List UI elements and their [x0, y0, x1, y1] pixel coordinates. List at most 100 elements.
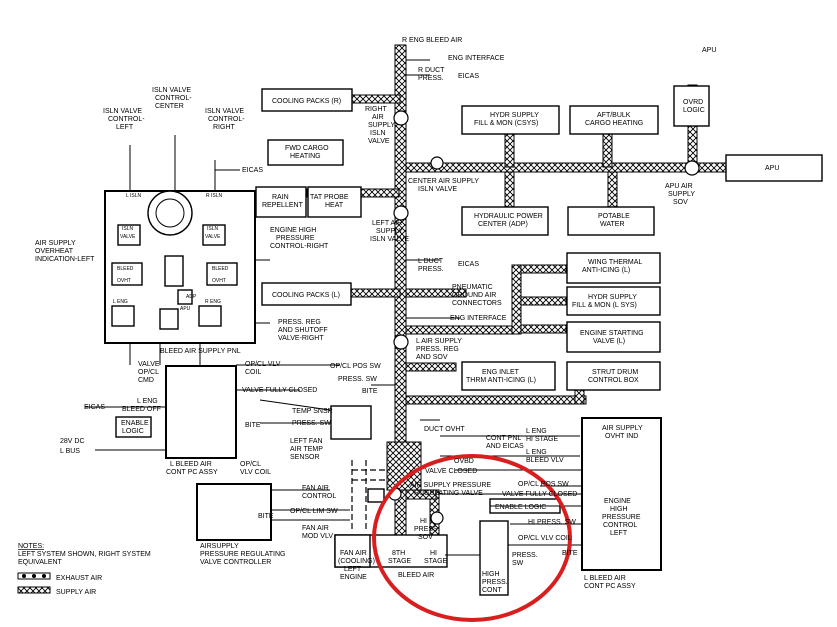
diagram-labels: R ENG BLEED AIR ENG INTERFACE R DUCT PRE…	[18, 37, 779, 596]
fan-air-control-1: FAN AIR	[302, 485, 329, 492]
strut-drum-2: CONTROL BOX	[588, 377, 639, 384]
valve-op-cl-cmd-3: CMD	[138, 377, 154, 384]
l-bleed-air-cont-2b: CONT PC ASSY	[584, 583, 636, 590]
r-duct-press-label-2: PRESS.	[418, 75, 444, 82]
isln-ctrl-right-1: ISLN VALVE	[205, 108, 244, 115]
dc-28v-1: 28V DC	[60, 438, 85, 445]
notes-title: NOTES:	[18, 543, 44, 550]
valve-fully-closed-label-1: VALVE FULLY CLOSED	[242, 387, 317, 394]
isln-ctrl-center-3: CENTER	[155, 103, 184, 110]
highlight-ellipse	[372, 454, 572, 622]
eng-interface-mid-label: ENG INTERFACE	[450, 315, 507, 322]
airsupply-prv-ctrl-3: VALVE CONTROLLER	[200, 559, 271, 566]
right-air-supply-4: ISLN	[370, 130, 386, 137]
apu-air-supply-1: APU AIR	[665, 183, 693, 190]
fan-air-cooling-2: (COOLING)	[338, 558, 375, 565]
left-engine-2: ENGINE	[340, 574, 367, 581]
isln-ctrl-left-2: CONTROL-	[108, 116, 145, 123]
press-sw-label-2: PRESS. SW	[292, 420, 331, 427]
engine-hp-left-3: PRESSURE	[602, 514, 641, 521]
hi-press-sw-label: HI PRESS. SW	[528, 519, 576, 526]
panel-valve-right: VALVE	[205, 234, 221, 240]
engine-hp-left-1: ENGINE	[604, 498, 631, 505]
hydr-supply-csys-1: HYDR SUPPLY	[490, 112, 539, 119]
l-eng-bleed-off-1: L ENG	[137, 398, 158, 405]
panel-apu: APU	[180, 306, 191, 312]
enable-logic-1a: ENABLE	[121, 420, 149, 427]
panel-r-eng: R ENG	[205, 299, 221, 305]
valves	[388, 110, 700, 525]
engine-starting-2: VALVE (L)	[593, 338, 625, 345]
hi-press-sov-1: HI	[420, 518, 427, 525]
fan-air-mod-vlv-1: FAN AIR	[302, 525, 329, 532]
hydr-supply-csys-2: FILL & MON (CSYS)	[474, 120, 538, 127]
l-bleed-air-cont-1b: CONT PC ASSY	[166, 469, 218, 476]
enable-logic-1b: LOGIC	[122, 428, 144, 435]
notes-text-1: LEFT SYSTEM SHOWN, RIGHT SYSTEM	[18, 551, 151, 558]
left-air-supply-isln-2: SUPPLY	[376, 228, 403, 235]
press-reg-right-3: VALVE-RIGHT	[278, 335, 324, 342]
right-air-supply-2: AIR	[372, 114, 384, 121]
panel-l-eng: L ENG	[113, 299, 128, 305]
op-cl-vlv-coil-3: OP/CL VLV COIL	[518, 535, 572, 542]
right-air-supply-3: SUPPLY	[368, 122, 395, 129]
isln-ctrl-right-2: CONTROL-	[208, 116, 245, 123]
panel-ovht-left: OVHT	[117, 278, 131, 284]
ovrd-logic-1: OVRD	[683, 99, 703, 106]
engine-hp-left-4: CONTROL	[603, 522, 637, 529]
op-cl-pos-sw-label: OP/CL POS SW	[330, 363, 381, 370]
eng-inlet-2: THRM ANTI-ICING (L)	[466, 377, 536, 384]
l-air-supply-press-3: AND SOV	[416, 354, 448, 361]
panel-ovht-right: OVHT	[212, 278, 226, 284]
op-cl-lim-sw-label: OP/CL LIM SW	[290, 508, 338, 515]
op-cl-vlv-coil-1a: OP/CL VLV	[245, 361, 281, 368]
l-bleed-air-cont-2a: L BLEED AIR	[584, 575, 626, 582]
legend-supply-label: SUPPLY AIR	[56, 589, 96, 596]
l-air-supply-press-1: L AIR SUPPLY	[416, 338, 462, 345]
valve-closed-partial-label: VALVE CLOSED	[425, 468, 477, 475]
bleed-air-label: BLEED AIR	[398, 572, 434, 579]
panel-r-isln: R ISLN	[206, 193, 223, 199]
op-cl-vlv-coil-2a: OP/CL	[240, 461, 261, 468]
aft-bulk-cargo-1: AFT/BULK	[597, 112, 631, 119]
eng-inlet-1: ENG INLET	[482, 369, 520, 376]
strut-drum-1: STRUT DRUM	[592, 369, 638, 376]
l-eng-bleed-vlv-2: BLEED VLV	[526, 457, 564, 464]
signal-lines	[85, 59, 582, 556]
panel-bleed-right: BLEED	[212, 266, 229, 272]
engine-hp-right-2: PRESSURE	[276, 235, 315, 242]
l-eng-hi-stage-1: L ENG	[526, 428, 547, 435]
panel-isln-left: ISLN	[122, 226, 134, 232]
panel-bleed-left: BLEED	[117, 266, 134, 272]
dc-28v-2: L BUS	[60, 448, 80, 455]
apu-air-supply-2: SUPPLY	[668, 191, 695, 198]
left-fan-air-temp-2: AIR TEMP	[290, 446, 323, 453]
bite-label-3: BITE	[258, 513, 274, 520]
hi-stage-1: HI	[430, 550, 437, 557]
high-press-cont-2: PRESS.	[482, 579, 508, 586]
potable-water-1: POTABLE	[598, 213, 630, 220]
engine-starting-1: ENGINE STARTING	[580, 330, 644, 337]
stage-8th-2: STAGE	[388, 558, 412, 565]
air-supply-ovht-ind-1: AIR SUPPLY	[602, 425, 643, 432]
enable-logic-label-2: ENABLE LOGIC	[495, 504, 546, 511]
bite-label-4: BITE	[562, 550, 578, 557]
air-supply-overheat-2: OVERHEAT	[35, 248, 74, 255]
hi-stage-2: STAGE	[424, 558, 448, 565]
high-press-cont-1: HIGH	[482, 571, 500, 578]
cooling-packs-l-label: COOLING PACKS (L)	[272, 292, 340, 299]
air-supply-prv-2: RUGULATING VALVE	[414, 490, 483, 497]
valve-op-cl-cmd-1: VALVE	[138, 361, 160, 368]
left-air-supply-isln-1: LEFT AIR	[372, 220, 402, 227]
l-eng-hi-stage-2: HI STAGE	[526, 436, 558, 443]
right-air-supply-5: VALVE	[368, 138, 390, 145]
l-bleed-air-cont-1a: L BLEED AIR	[170, 461, 212, 468]
fwd-cargo-2: HEATING	[290, 153, 321, 160]
wing-thermal-2: ANTI-ICING (L)	[582, 267, 630, 274]
press-reg-right-2: AND SHUTOFF	[278, 327, 328, 334]
engine-hp-right-1: ENGINE HIGH	[270, 227, 316, 234]
duct-ovht-label: DUCT OVHT	[424, 426, 465, 433]
high-press-cont-3: CONT	[482, 587, 503, 594]
apu-air-supply-3: SOV	[673, 199, 688, 206]
apu-box-label: APU	[765, 165, 779, 172]
